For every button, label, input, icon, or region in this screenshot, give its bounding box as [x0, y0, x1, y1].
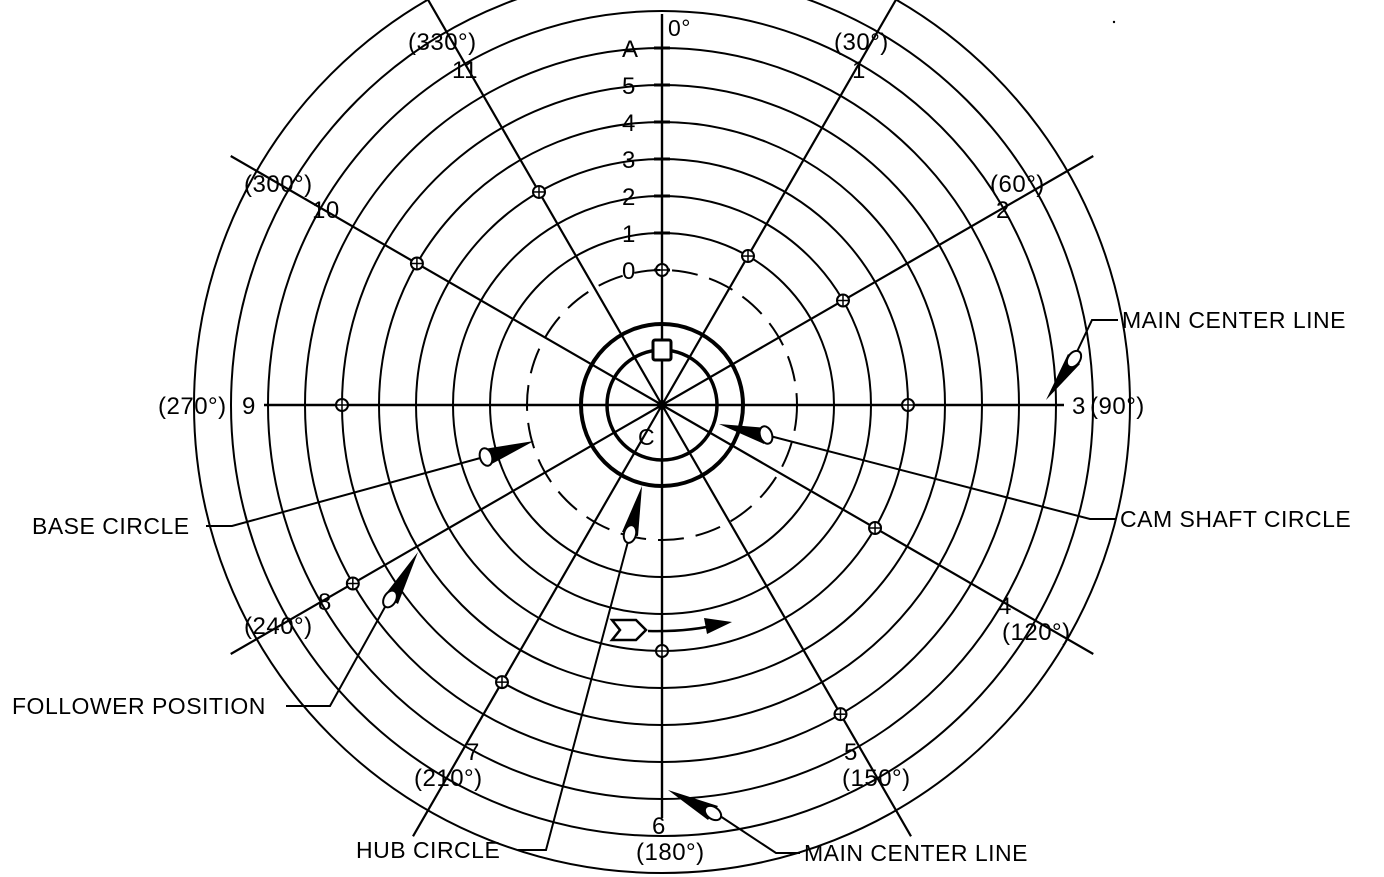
- speck: [1112, 20, 1116, 24]
- scale-label-A: A: [622, 36, 639, 63]
- hub-circle: [579, 322, 745, 488]
- center-label: C: [638, 424, 655, 450]
- radial-degree-4: (120°): [1002, 619, 1071, 646]
- radial-number-8: 8: [318, 589, 332, 616]
- radial-degree-11: (330°): [408, 29, 477, 56]
- main-center-line-top-label: MAIN CENTER LINE: [1122, 307, 1346, 333]
- scale-label-0: 0: [622, 258, 636, 285]
- radial-degree-7: (210°): [414, 765, 483, 792]
- radial-line-2: [661, 155, 1094, 406]
- radial-degree-10: (300°): [244, 171, 313, 198]
- radial-number-6: 6: [652, 813, 666, 840]
- radial-degree-5: (150°): [842, 765, 911, 792]
- hub-circle-label: HUB CIRCLE: [356, 837, 500, 863]
- scale-label-4: 4: [622, 110, 636, 137]
- scale-label-1: 1: [622, 221, 636, 248]
- radial-number-2: 2: [996, 197, 1010, 224]
- scale-label-5: 5: [622, 73, 636, 100]
- radial-degree-6: (180°): [636, 839, 705, 866]
- radial-degree-9: (270°): [158, 393, 227, 420]
- radial-line-10: [230, 155, 663, 406]
- base-circle-label: BASE CIRCLE: [32, 513, 190, 539]
- cam-shaft-circle-label: CAM SHAFT CIRCLE: [1120, 506, 1351, 532]
- radial-number-7: 7: [466, 739, 480, 766]
- radial-labels: 1(30°)2(60°)3(90°)4(120°)5(150°)6(180°)7…: [158, 29, 1145, 866]
- callout-main-center-line-top: [1046, 319, 1118, 400]
- callout-follower-position: [286, 552, 418, 707]
- radial-line-1: [661, 0, 898, 406]
- radial-degree-8: (240°): [244, 613, 313, 640]
- main-center-line-bottom-label: MAIN CENTER LINE: [804, 840, 1028, 866]
- ring-8: [230, 0, 1094, 837]
- radial-number-11: 11: [452, 57, 478, 84]
- radial-degree-3: (90°): [1090, 393, 1145, 420]
- radial-number-3: 3: [1072, 393, 1086, 420]
- follower-position-label: FOLLOWER POSITION: [12, 693, 266, 719]
- callout-base-circle: [206, 441, 534, 527]
- rotation-arrow-icon: [609, 618, 732, 642]
- zero-degree-label: 0°: [668, 15, 691, 41]
- follower-position-markers: [335, 184, 915, 722]
- center-point: [657, 400, 667, 410]
- callout-cam-shaft-circle: [719, 424, 1116, 520]
- keyway-icon: [651, 338, 673, 362]
- base-circle: [526, 269, 798, 541]
- radial-number-5: 5: [844, 739, 858, 766]
- scale-label-2: 2: [622, 184, 636, 211]
- radial-number-1: 1: [852, 57, 866, 84]
- radial-number-10: 10: [312, 197, 340, 224]
- callout-main-center-line-bottom: [668, 790, 800, 854]
- callout-hub-circle: [518, 486, 642, 851]
- radial-number-4: 4: [998, 593, 1012, 620]
- radial-line-8: [230, 404, 663, 655]
- radial-degree-1: (30°): [834, 29, 889, 56]
- radial-number-9: 9: [242, 393, 256, 420]
- scale-label-3: 3: [622, 147, 636, 174]
- ring-9: [193, 0, 1131, 874]
- radial-degree-2: (60°): [990, 171, 1045, 198]
